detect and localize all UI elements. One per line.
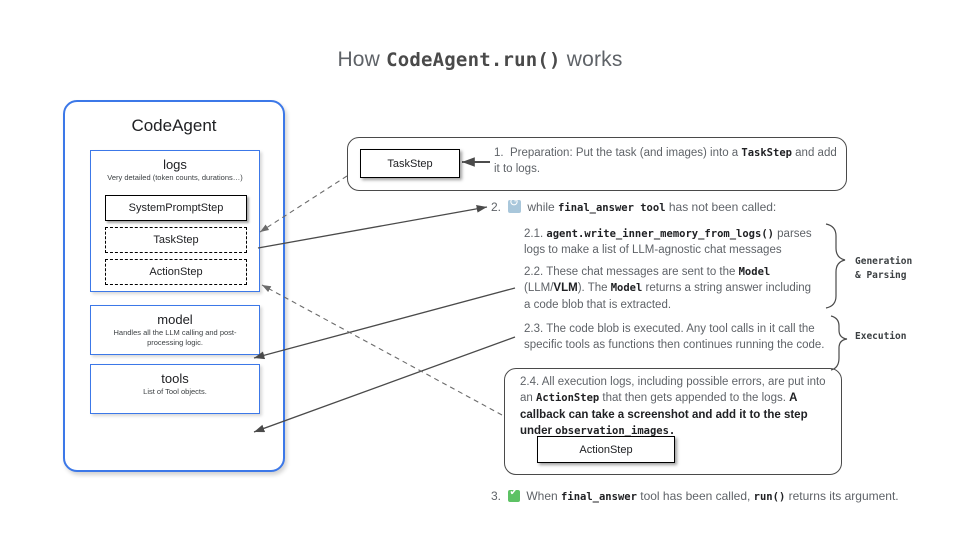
step24-actionstep-box[interactable]: ActionStep — [537, 436, 675, 463]
step1-text-b: and add it to logs. — [494, 147, 837, 176]
arrow-taskstep-to-step2 — [257, 204, 488, 249]
step24-code-b: observation_images. — [555, 424, 676, 437]
step24-code-a: ActionStep — [536, 392, 600, 405]
title-suffix: works — [560, 48, 623, 71]
model-panel: model Handles all the LLM calling and po… — [90, 305, 260, 355]
page-title: How CodeAgent.run() works — [0, 48, 960, 72]
step3-text: 3. When final_answer tool has been calle… — [491, 487, 921, 505]
log-entry-systempromptstep[interactable]: SystemPromptStep — [105, 195, 247, 221]
check-icon — [507, 487, 520, 502]
step22-text-c: ). The — [577, 282, 611, 295]
logs-title: logs — [163, 157, 187, 172]
step1-code-a: TaskStep — [741, 147, 792, 159]
step1-taskstep-box[interactable]: TaskStep — [360, 149, 460, 178]
step22-text-a: These chat messages are sent to the — [546, 266, 739, 278]
log-entry-taskstep[interactable]: TaskStep — [105, 227, 247, 253]
arrow-step22-to-model — [253, 287, 516, 360]
arrow-step23-to-tools — [253, 336, 516, 433]
tools-title: tools — [161, 371, 189, 386]
step24-bold-a: A callback can take a screenshot and add… — [520, 392, 808, 437]
title-prefix: How — [337, 48, 387, 71]
group-label-execution: Execution — [855, 331, 907, 342]
log-entry-label: TaskStep — [153, 234, 199, 246]
step3-text-c: returns its argument. — [785, 489, 899, 503]
step3-code-b: run() — [753, 491, 786, 503]
step1-taskstep-label: TaskStep — [387, 157, 433, 170]
step23-number: 2.3. — [524, 323, 544, 335]
step21-text: 2.1. agent.write_inner_memory_from_logs(… — [524, 226, 824, 259]
title-code: CodeAgent.run() — [386, 49, 561, 71]
step3-text-b: tool has been called, — [636, 489, 754, 503]
step22-bold-a: VLM — [553, 282, 578, 295]
step2-text-a: while — [527, 200, 559, 214]
bracket-generation — [825, 223, 846, 309]
arrow-dashed-step24-to-actionstep — [261, 284, 503, 416]
group-label-generation-line1: Generation — [855, 256, 913, 267]
step21-text-a: parses logs to make a list of LLM-agnost… — [524, 228, 812, 257]
step1-text: 1. Preparation: Put the task (and images… — [494, 145, 840, 178]
step22-code-b: Model — [610, 282, 643, 295]
logs-panel: logs Very detailed (token counts, durati… — [90, 150, 260, 292]
loop-icon — [507, 196, 521, 213]
model-title: model — [157, 312, 193, 327]
logs-description: Very detailed (token counts, durations…) — [107, 173, 243, 182]
step22-code-a: Model — [738, 266, 771, 278]
step22-text-d: returns a string answer including a code… — [524, 282, 812, 311]
codeagent-title: CodeAgent — [131, 116, 217, 135]
model-description: Handles all the LLM calling and post-pro… — [113, 328, 237, 348]
tools-panel: tools List of Tool objects. — [90, 364, 260, 414]
step24-text: 2.4. All execution logs, including possi… — [520, 374, 826, 439]
step2-text-b: has not been called: — [665, 200, 777, 214]
log-entry-label: ActionStep — [149, 266, 203, 278]
step21-code-a: agent.write_inner_memory_from_logs() — [546, 228, 774, 240]
step23-text-a: The code blob is executed. Any tool call… — [524, 323, 825, 352]
step22-text-b: (LLM/ — [524, 282, 554, 295]
step22-number: 2.2. — [524, 266, 544, 278]
step3-code-a: final_answer — [561, 491, 637, 503]
step24-text-b: that then gets appended to the logs. — [599, 392, 790, 405]
step2-number: 2. — [491, 200, 502, 214]
step24-text-a: All execution logs, including possible e… — [520, 376, 826, 405]
log-entry-label: SystemPromptStep — [128, 202, 224, 214]
log-entry-actionstep[interactable]: ActionStep — [105, 259, 247, 285]
tools-description: List of Tool objects. — [143, 387, 207, 396]
step23-text: 2.3. The code blob is executed. Any tool… — [524, 321, 834, 354]
step3-number: 3. — [491, 489, 502, 503]
step2-text: 2. while final_answer tool has not been … — [491, 196, 851, 216]
step1-number: 1. — [494, 147, 504, 159]
step22-text: 2.2. These chat messages are sent to the… — [524, 264, 814, 313]
step2-code-a: final_answer tool — [558, 202, 666, 214]
group-label-generation-line2: & Parsing — [855, 269, 907, 281]
group-label-generation: Generation & Parsing — [855, 255, 945, 283]
step1-text-a: Preparation: Put the task (and images) i… — [509, 147, 742, 159]
codeagent-panel: CodeAgent logs Very detailed (token coun… — [63, 100, 285, 472]
step21-number: 2.1. — [524, 228, 544, 240]
step3-text-a: When — [526, 489, 562, 503]
step24-number: 2.4. — [520, 376, 540, 388]
step24-actionstep-label: ActionStep — [579, 443, 633, 456]
